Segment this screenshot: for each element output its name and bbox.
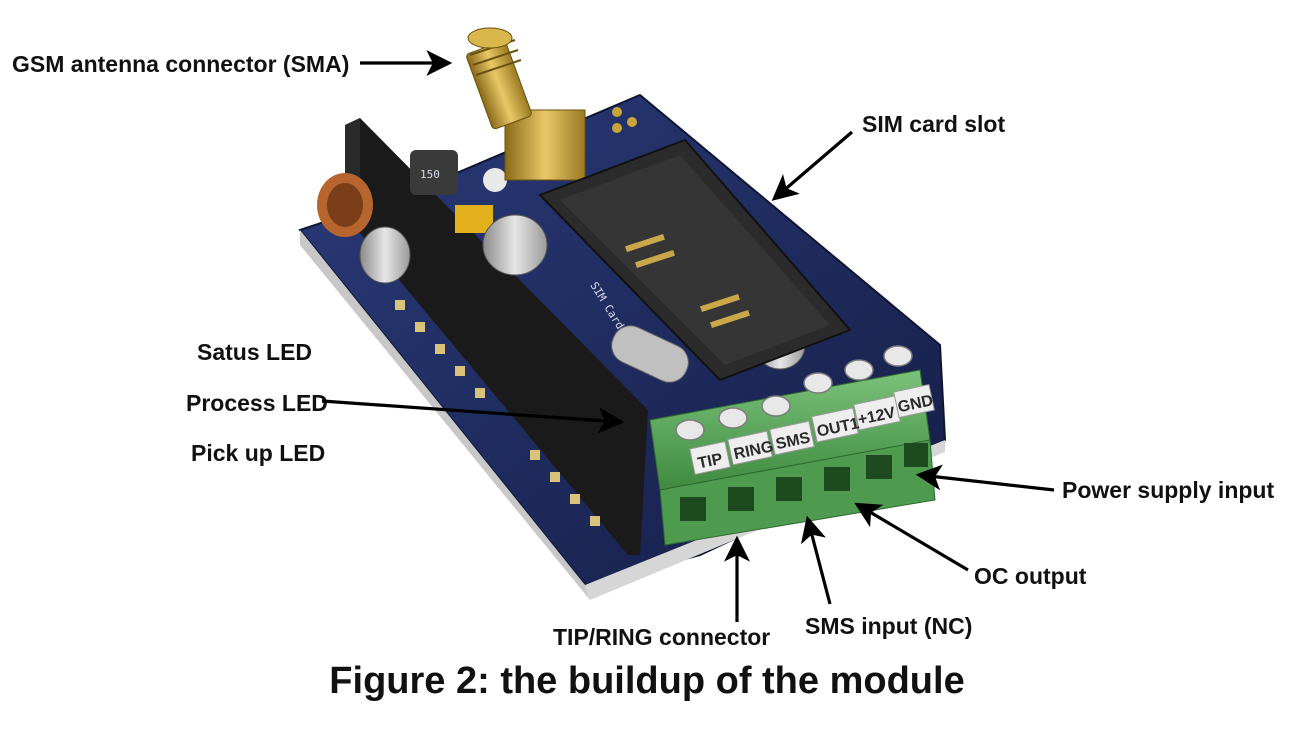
arrow-sim-slot <box>771 130 854 201</box>
sim-card-holder: SIM Card <box>538 138 852 382</box>
label-tip-ring-connector: TIP/RING connector <box>553 624 770 650</box>
arrow-oc-output <box>854 502 969 572</box>
figure-caption: Figure 2: the buildup of the module <box>329 660 965 702</box>
sma-connector <box>466 27 586 181</box>
coil <box>317 173 373 237</box>
label-antenna-connector: GSM antenna connector (SMA) <box>12 51 349 77</box>
inductor: 150 <box>410 150 458 195</box>
label-sms-input: SMS input (NC) <box>805 613 972 639</box>
arrow-power-supply <box>915 464 1055 492</box>
label-oc-output: OC output <box>974 563 1087 589</box>
label-status-led: Satus LED <box>197 339 312 365</box>
label-pickup-led: Pick up LED <box>191 440 325 466</box>
electrolytic-capacitor-2 <box>359 226 411 284</box>
arrow-sms-input <box>800 515 832 605</box>
tantalum-capacitor <box>455 205 493 233</box>
arrow-process-led <box>321 399 625 434</box>
crystal-oscillator <box>611 325 689 383</box>
electrolytic-capacitor-1 <box>482 214 548 276</box>
terminal-label-sms: SMS <box>774 429 812 453</box>
terminal-block: TIP RING SMS OUT1 +12V GND <box>649 345 936 546</box>
terminal-label-tip: TIP <box>696 451 724 473</box>
label-sim-card-slot: SIM card slot <box>862 111 1005 137</box>
label-process-led: Process LED <box>186 390 328 416</box>
label-power-supply-input: Power supply input <box>1062 477 1274 503</box>
svg-text:150: 150 <box>420 168 440 181</box>
